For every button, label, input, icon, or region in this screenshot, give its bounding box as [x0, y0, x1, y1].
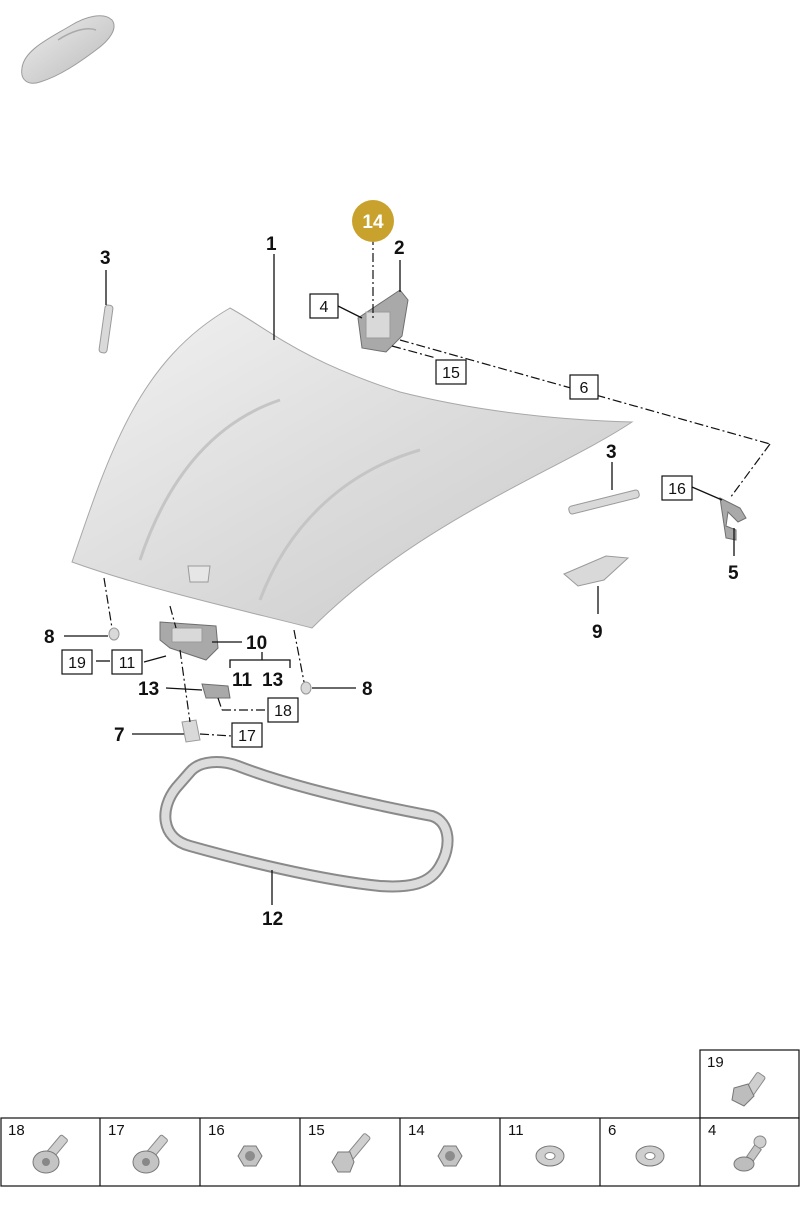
flange-bolt-icon — [731, 1072, 766, 1107]
torx-screw-icon — [132, 1134, 168, 1174]
hood-latch — [159, 621, 219, 661]
rubber-bumper-left — [108, 627, 120, 641]
gas-strut-right — [568, 489, 640, 515]
callout-bumper-right-8[interactable]: 8 — [362, 679, 373, 700]
callout-latch-10[interactable]: 10 — [246, 633, 267, 654]
legend-cell-number: 17 — [108, 1122, 125, 1139]
legend-cell-number: 16 — [208, 1122, 225, 1139]
rubber-bumper-right — [300, 681, 312, 695]
callout-box-18[interactable]: 18 — [267, 697, 299, 723]
legend-cell-15[interactable]: 15 — [308, 1122, 371, 1173]
hood-panel — [71, 307, 634, 629]
svg-text:18: 18 — [274, 703, 292, 720]
hardware-legend: 19 18 17 16 15 14 11 6 4 — [0, 1049, 800, 1187]
torx-screw-icon — [32, 1134, 68, 1174]
callout-strut-right-3[interactable]: 3 — [606, 442, 617, 463]
svg-text:19: 19 — [707, 1054, 724, 1071]
mounting-bracket — [181, 719, 201, 743]
car-thumbnail-icon — [21, 15, 115, 84]
callout-latch-screw-11[interactable]: 11 — [232, 670, 253, 691]
callout-box-15[interactable]: 15 — [435, 359, 467, 385]
hex-nut-icon — [237, 1145, 263, 1167]
callout-hood-1[interactable]: 1 — [266, 234, 277, 255]
callout-bracket-7[interactable]: 7 — [114, 725, 125, 746]
svg-text:16: 16 — [668, 481, 686, 498]
svg-text:11: 11 — [119, 655, 136, 672]
legend-cell-number: 15 — [308, 1122, 325, 1139]
hood-seal — [159, 756, 454, 893]
legend-cell-17[interactable]: 17 — [108, 1122, 168, 1174]
callout-box-11[interactable]: 11 — [111, 649, 143, 675]
legend-cell-6[interactable]: 6 — [608, 1122, 665, 1167]
svg-text:6: 6 — [580, 380, 589, 397]
callout-hinge-2[interactable]: 2 — [394, 238, 405, 259]
callout-latch-nut-13[interactable]: 13 — [262, 670, 283, 691]
gas-strut-left — [98, 304, 114, 354]
svg-text:19: 19 — [68, 655, 86, 672]
svg-text:4: 4 — [320, 299, 329, 316]
legend-cell-4[interactable]: 4 — [708, 1122, 767, 1172]
legend-cell-number: 11 — [508, 1122, 524, 1139]
callout-switch-13[interactable]: 13 — [138, 679, 159, 700]
callout-strut-left-3[interactable]: 3 — [100, 248, 111, 269]
callout-cable-end-5[interactable]: 5 — [728, 563, 739, 584]
latch-switch — [201, 683, 231, 699]
callout-panel-9[interactable]: 9 — [592, 622, 603, 643]
legend-cell-11[interactable]: 11 — [508, 1122, 565, 1167]
washer-icon — [535, 1145, 565, 1167]
callout-box-6[interactable]: 6 — [569, 374, 599, 400]
svg-text:15: 15 — [442, 365, 460, 382]
svg-text:17: 17 — [238, 728, 256, 745]
legend-cell-number: 14 — [408, 1122, 425, 1139]
washer-icon — [635, 1145, 665, 1167]
legend-cell-number: 4 — [708, 1122, 716, 1139]
hex-bolt-icon — [331, 1133, 371, 1173]
legend-cell-18[interactable]: 18 — [8, 1122, 68, 1174]
release-cable-end — [719, 497, 747, 541]
callout-box-4[interactable]: 4 — [309, 293, 339, 319]
cover-panel — [563, 555, 630, 587]
callout-bumper-left-8[interactable]: 8 — [44, 627, 55, 648]
ball-stud-icon — [733, 1135, 767, 1172]
highlight-callout-14[interactable]: 14 — [352, 200, 394, 242]
callout-seal-12[interactable]: 12 — [262, 909, 283, 930]
legend-cell-number: 6 — [608, 1122, 616, 1139]
svg-text:14: 14 — [362, 212, 384, 233]
legend-cell-16[interactable]: 16 — [208, 1122, 263, 1167]
hood-hinge — [357, 289, 409, 353]
legend-cell-19[interactable]: 19 — [707, 1054, 766, 1107]
legend-cell-14[interactable]: 14 — [408, 1122, 463, 1167]
hex-nut-icon — [437, 1145, 463, 1167]
legend-cell-number: 18 — [8, 1122, 25, 1139]
callout-box-16[interactable]: 16 — [661, 475, 693, 501]
callout-box-19[interactable]: 19 — [61, 649, 93, 675]
callout-box-17[interactable]: 17 — [231, 722, 263, 748]
